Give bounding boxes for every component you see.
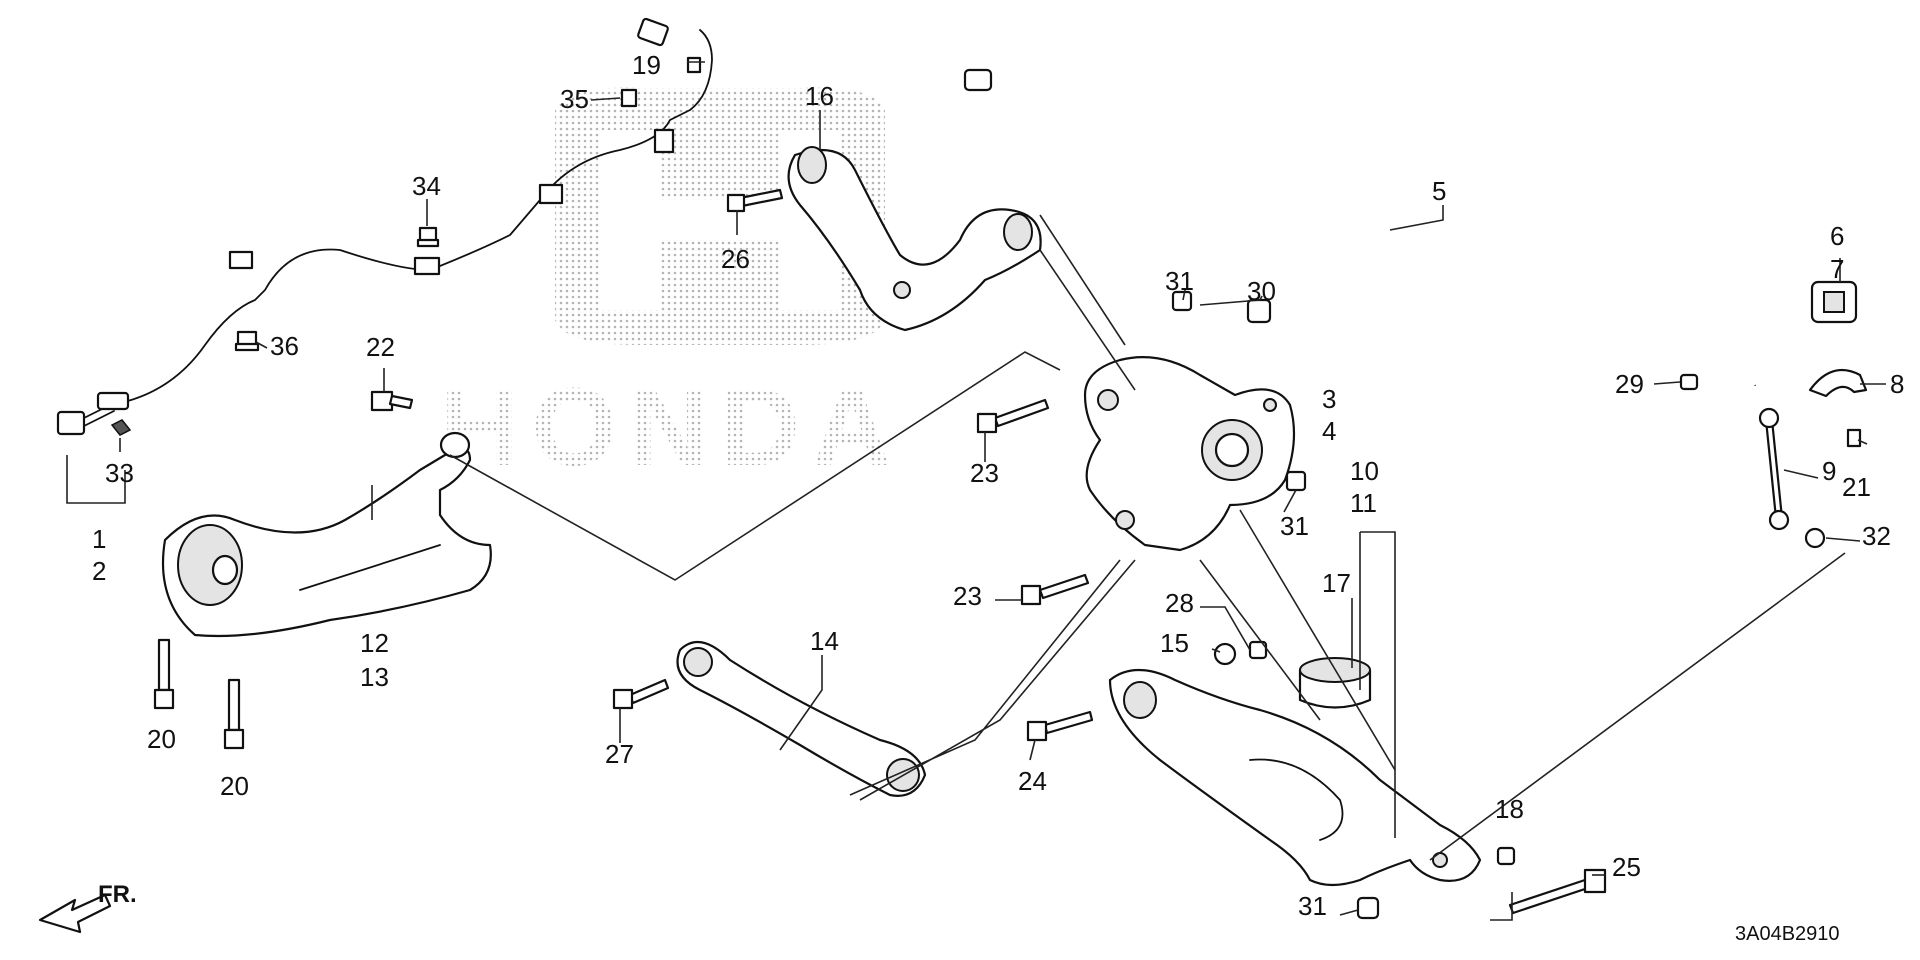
callout-8: 8 [1890,369,1904,399]
bolt-20-lower [223,678,245,750]
callout-2: 2 [92,556,106,586]
callout-29: 29 [1615,369,1644,399]
callout-14: 14 [810,626,839,656]
callout-19: 19 [632,50,661,80]
callout-26: 26 [721,244,750,274]
callout-18: 18 [1495,794,1524,824]
callout-9: 9 [1822,456,1836,486]
callout-5: 5 [1432,176,1446,206]
callout-31b: 31 [1280,511,1309,541]
stabilizer-link [1758,407,1790,531]
front-arrow-icon [38,893,112,934]
washer-15 [1213,642,1237,666]
callout-33: 33 [105,458,134,488]
callout-7: 7 [1830,254,1844,284]
trailing-arm [161,431,492,638]
bolt-24 [1026,710,1094,742]
bolt-22 [370,390,414,412]
bolt-26 [726,188,784,213]
callout-31c: 31 [1298,891,1327,921]
diagram-code: 3A04B2910 [1735,923,1840,945]
callout-24: 24 [1018,766,1047,796]
bolt-27 [612,678,670,710]
front-label: FR. [98,881,137,908]
nut-32 [1804,527,1826,549]
bolt-23-upper [976,398,1050,434]
honda-logo-icon [555,87,885,345]
callout-22: 22 [366,332,395,362]
nut-31-mid [1285,470,1307,492]
callout-3: 3 [1322,384,1336,414]
stabilizer-bar [963,68,1757,386]
bolt-20-upper [153,638,175,710]
callout-23a: 23 [970,458,999,488]
nut-31-upper [1171,290,1193,312]
callout-11: 11 [1350,488,1377,518]
stabilizer-holder [1808,368,1868,398]
bolt-35 [620,88,638,108]
callout-6: 6 [1830,221,1844,251]
nut-31-lower [1356,896,1380,920]
callout-13: 13 [360,662,389,692]
callout-30: 30 [1247,276,1276,306]
lower-arm [1108,669,1482,887]
leader-lines [66,61,1886,921]
bolt-25 [1508,868,1607,915]
callout-17: 17 [1322,568,1351,598]
wheel-speed-sensor-harness [56,17,713,436]
callout-15: 15 [1160,628,1189,658]
front-direction-indicator: FR. [38,881,137,934]
callout-31a: 31 [1165,266,1194,296]
bolt-36 [234,330,260,352]
callout-16: 16 [805,81,834,111]
bolt-23-lower [1020,573,1090,606]
callout-32: 32 [1862,521,1891,551]
callout-25: 25 [1612,852,1641,882]
callout-28: 28 [1165,588,1194,618]
bolt-34 [416,226,440,248]
callout-12: 12 [360,628,389,658]
callout-21: 21 [1842,472,1871,502]
nut-29 [1679,373,1699,391]
rear-knuckle [1083,356,1296,552]
callout-4: 4 [1322,416,1336,446]
callout-20b: 20 [220,771,249,801]
honda-watermark-text: HONDA [440,366,903,489]
callout-27: 27 [605,739,634,769]
upper-arm [787,146,1042,332]
callout-34: 34 [412,171,441,201]
callout-36: 36 [270,331,299,361]
harness-clip-33 [110,419,132,436]
callout-35: 35 [560,84,589,114]
stabilizer-bushing [1810,280,1858,324]
callout-10: 10 [1350,456,1379,486]
bolt-19 [686,56,702,74]
bolt-21 [1846,428,1862,448]
callout-labels: 1 2 3 4 5 6 7 8 9 10 11 12 13 14 15 16 1… [92,50,1904,921]
nut-18 [1496,846,1516,866]
callout-20a: 20 [147,724,176,754]
callout-1: 1 [92,524,106,554]
callout-23b: 23 [953,581,982,611]
